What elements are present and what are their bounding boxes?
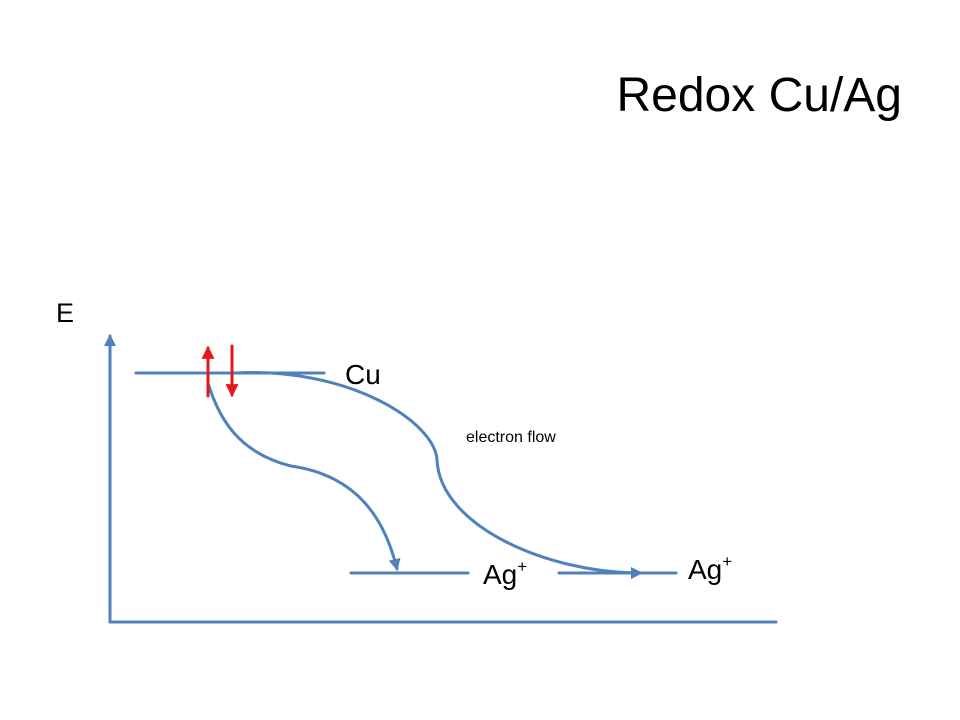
ag-right-label: Ag+ — [688, 552, 732, 585]
ag-right-label-text: Ag — [688, 554, 722, 585]
page-title: Redox Cu/Ag — [617, 69, 903, 122]
ag-left-label-text: Ag — [483, 559, 517, 590]
ag-right-label-superscript: + — [722, 552, 732, 571]
cu-to-ag-left-flow-curve — [206, 381, 401, 571]
ag-left-label-superscript: + — [517, 557, 527, 576]
electron-flow-label: electron flow — [466, 429, 556, 446]
ag-left-label: Ag+ — [483, 557, 527, 590]
y-axis-label: E — [56, 298, 74, 328]
cu-label: Cu — [345, 359, 381, 390]
electron-flow-curve — [234, 371, 643, 579]
